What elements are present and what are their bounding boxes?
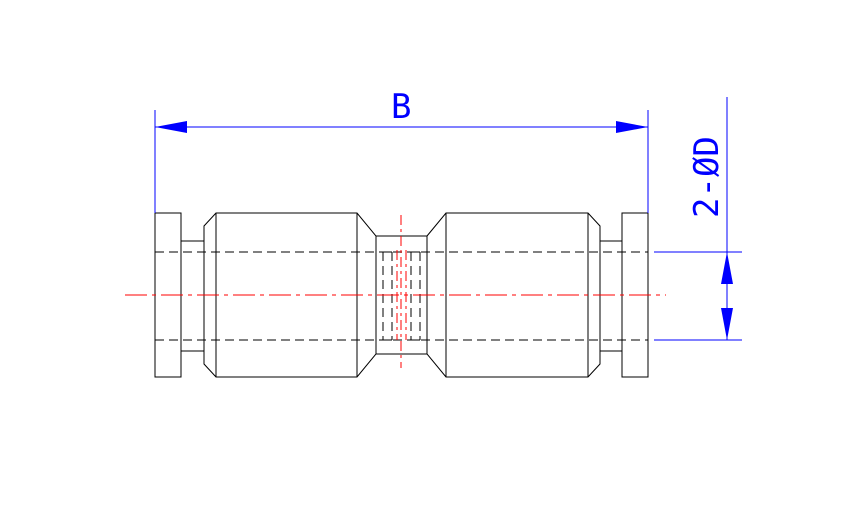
arrowhead-left <box>155 121 187 133</box>
arrowhead-right <box>616 121 648 133</box>
arrowhead-top <box>721 252 733 284</box>
dimension-diameter: 2-ØD <box>654 97 742 341</box>
dimension-label-diameter: 2-ØD <box>687 136 727 218</box>
dimension-label-b: B <box>391 87 411 127</box>
arrowhead-bottom <box>721 308 733 340</box>
left-body <box>203 212 377 378</box>
center-lines <box>125 215 666 368</box>
dimension-length: B <box>154 87 649 213</box>
